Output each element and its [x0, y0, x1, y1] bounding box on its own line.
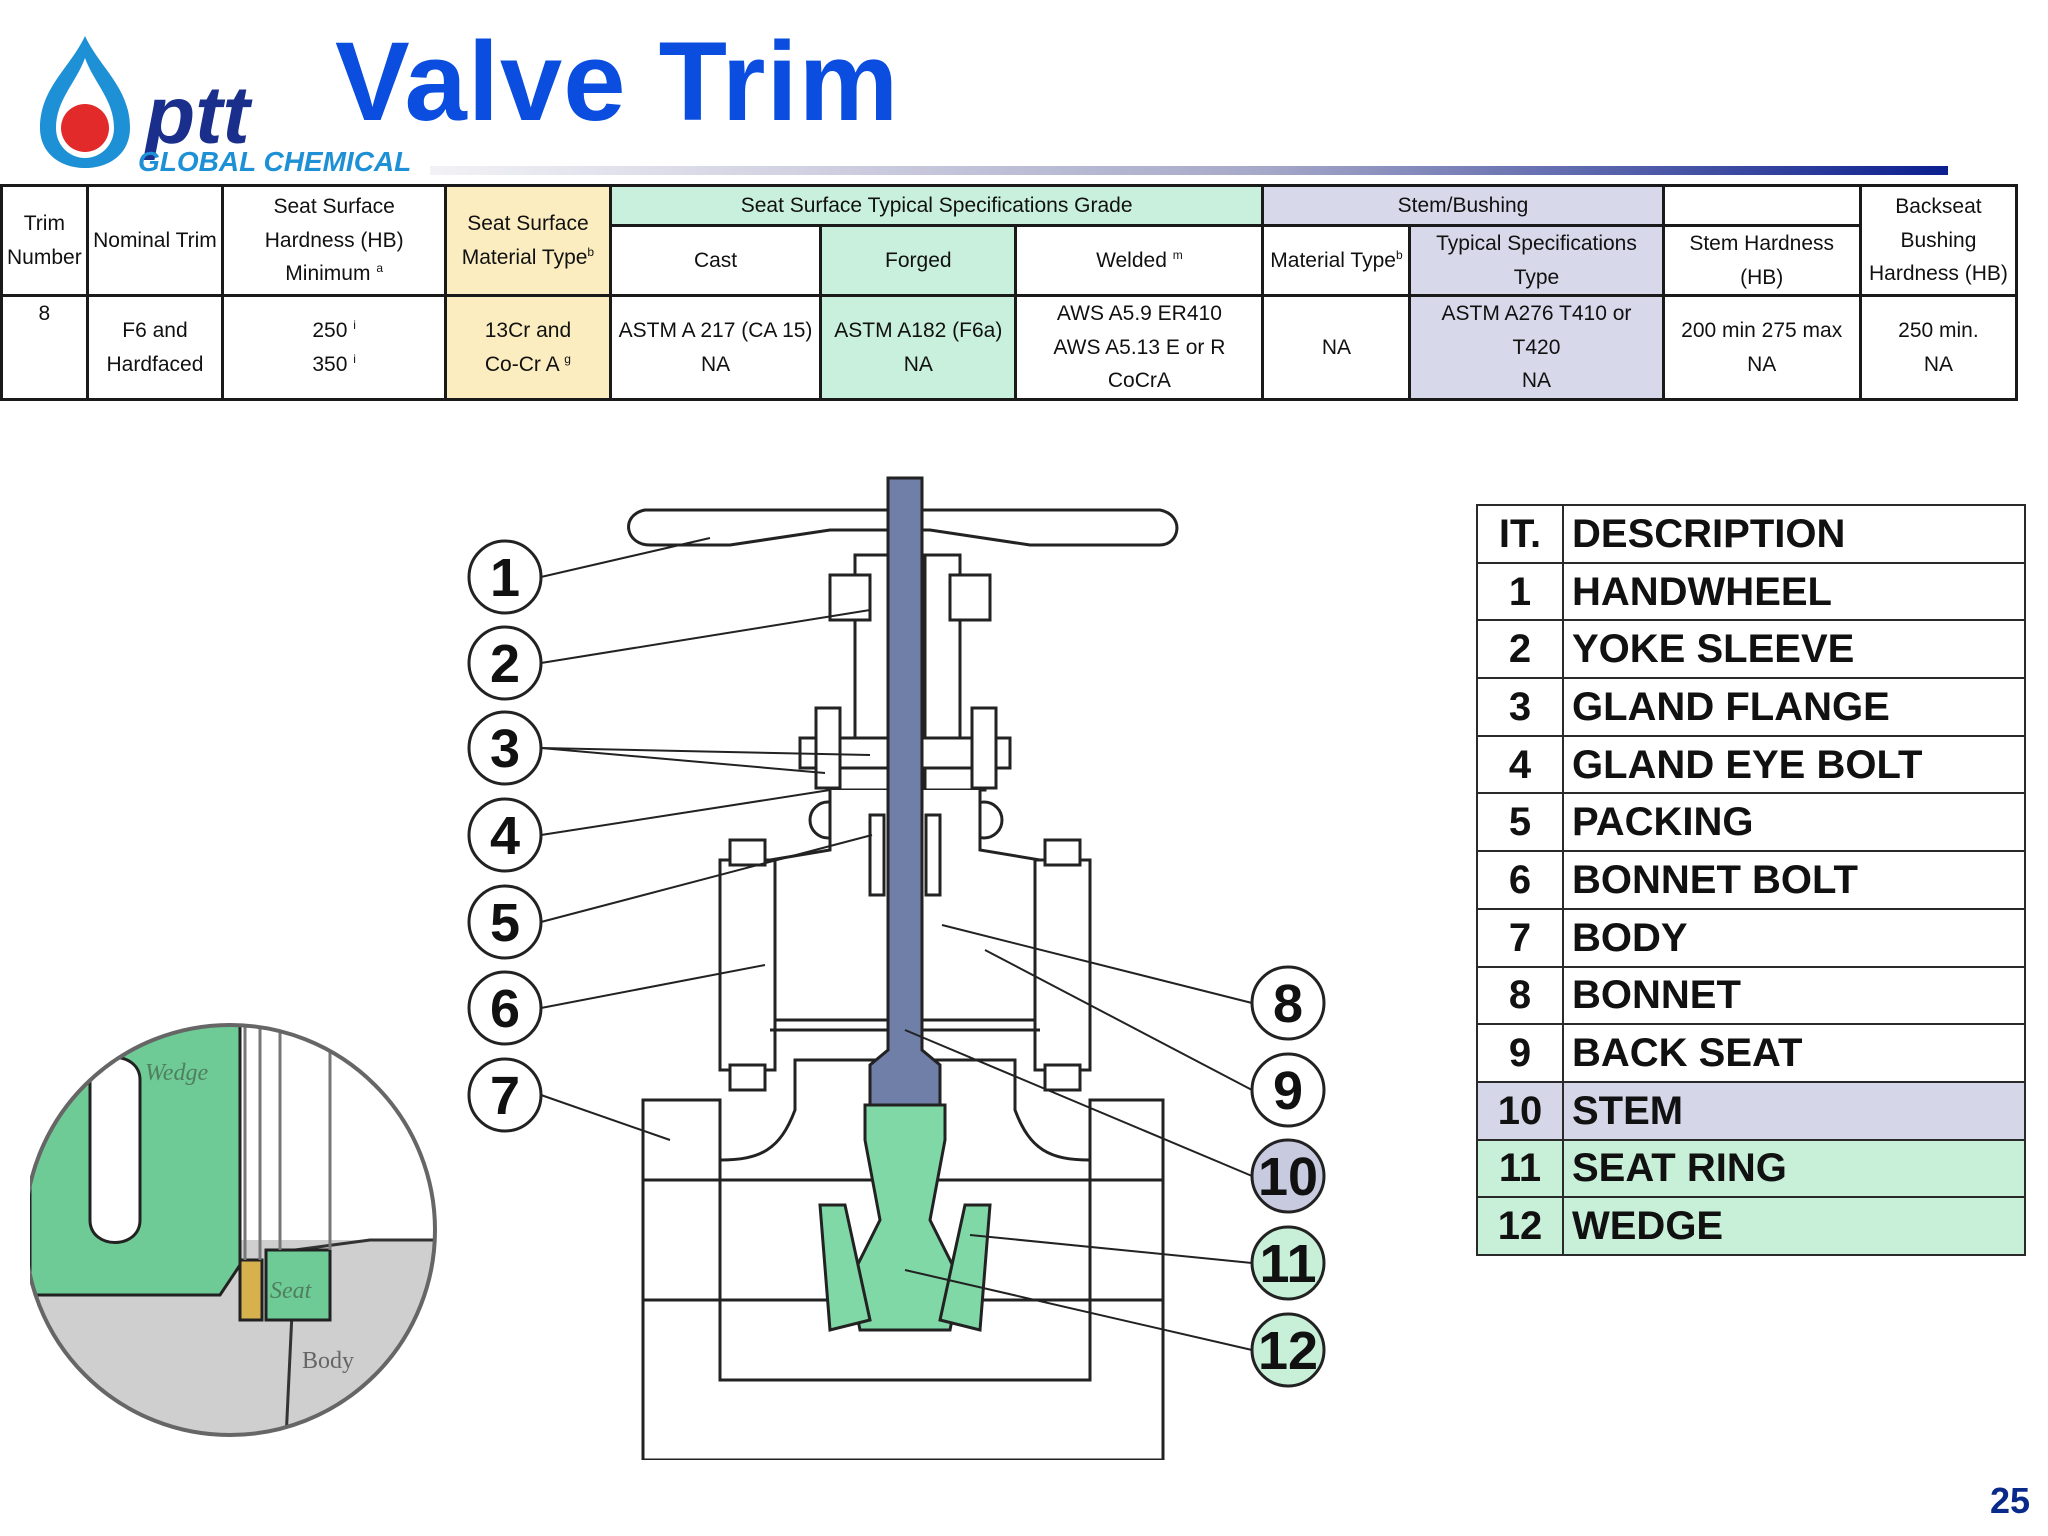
callout-number: 5: [490, 893, 520, 953]
parts-row: 8 BONNET: [1476, 965, 2026, 1026]
cell-forged: ASTM A182 (F6a)NA: [819, 294, 1018, 401]
cell-trim-number: 8: [0, 294, 89, 401]
parts-list-table: IT. DESCRIPTION 1 HANDWHEEL 2 YOKE SLEEV…: [1476, 504, 2026, 1256]
parts-desc: YOKE SLEEVE: [1562, 619, 2026, 680]
svg-text:GLOBAL CHEMICAL: GLOBAL CHEMICAL: [138, 146, 411, 177]
callout-number: 3: [490, 719, 520, 779]
header-cast: Cast: [608, 223, 823, 298]
parts-desc: BACK SEAT: [1562, 1023, 2026, 1083]
stem-shape: [868, 476, 942, 1107]
parts-row: 9 BACK SEAT: [1476, 1023, 2026, 1083]
header-backseat: Backseat Bushing Hardness (HB): [1858, 183, 2019, 298]
header-material-type: Material Typeb: [1261, 223, 1412, 298]
parts-num: 8: [1476, 965, 1564, 1026]
parts-num: 12: [1476, 1196, 1564, 1256]
callout-number: 2: [490, 634, 520, 694]
seat-label: Seat: [270, 1278, 313, 1304]
parts-num: 10: [1476, 1080, 1564, 1141]
parts-desc: WEDGE: [1562, 1196, 2026, 1256]
parts-num: 5: [1476, 792, 1564, 853]
parts-row: 6 BONNET BOLT: [1476, 850, 2026, 910]
header-trim-number: Trim Number: [0, 183, 89, 298]
header-seat-material: Seat Surface Material Typeb: [444, 183, 612, 298]
header-stem-hardness: Stem Hardness (HB): [1661, 223, 1862, 298]
body-label: Body: [302, 1348, 354, 1374]
parts-desc: SEAT RING: [1562, 1138, 2026, 1199]
callout-number: 11: [1259, 1234, 1316, 1294]
parts-num: 9: [1476, 1023, 1564, 1083]
header-seat-grade: Seat Surface Typical Specifications Grad…: [608, 184, 1265, 227]
parts-header-description: DESCRIPTION: [1562, 504, 2026, 564]
parts-num: 2: [1476, 619, 1564, 680]
page-number: 25: [1989, 1480, 2030, 1521]
callout-number: 7: [490, 1066, 520, 1126]
wedge-label: Wedge: [145, 1060, 208, 1086]
parts-desc: BONNET: [1562, 965, 2026, 1026]
header-empty: [1661, 184, 1862, 227]
parts-row-wedge: 12 WEDGE: [1476, 1196, 2026, 1256]
callout-number: 4: [490, 806, 520, 866]
ptt-logo: ptt GLOBAL CHEMICAL: [30, 28, 450, 178]
parts-row: 1 HANDWHEEL: [1476, 561, 2026, 622]
parts-num: 4: [1476, 734, 1564, 795]
parts-desc: GLAND FLANGE: [1562, 677, 2026, 737]
parts-desc: BODY: [1562, 907, 2026, 968]
cell-backseat: 250 min.NA: [1858, 294, 2019, 401]
parts-desc: HANDWHEEL: [1562, 561, 2026, 622]
seat-detail-view: [23, 1023, 437, 1437]
wedge-shape: [848, 1103, 962, 1332]
cell-cast: ASTM A 217 (CA 15)NA: [608, 294, 823, 401]
parts-num: 3: [1476, 677, 1564, 737]
parts-row-seat-ring: 11 SEAT RING: [1476, 1138, 2026, 1199]
parts-row: 4 GLAND EYE BOLT: [1476, 734, 2026, 795]
svg-text:ptt: ptt: [143, 70, 253, 161]
callout-number: 12: [1258, 1321, 1318, 1381]
parts-header-it: IT.: [1476, 504, 1564, 564]
parts-row: 5 PACKING: [1476, 792, 2026, 853]
valve-diagram: 1 2 3 4 5 6 7 8 9 10 11 12 Wedge Seat Bo…: [23, 460, 1360, 1462]
parts-num: 11: [1476, 1138, 1564, 1199]
parts-row: 7 BODY: [1476, 907, 2026, 968]
parts-num: 1: [1476, 561, 1564, 622]
parts-row: 3 GLAND FLANGE: [1476, 677, 2026, 737]
callout-number: 9: [1273, 1061, 1303, 1121]
callout-number: 10: [1258, 1147, 1318, 1207]
parts-desc: STEM: [1562, 1080, 2026, 1141]
parts-row-stem: 10 STEM: [1476, 1080, 2026, 1141]
header-nominal-trim: Nominal Trim: [85, 183, 225, 298]
cell-stem-material: NA: [1261, 294, 1412, 401]
parts-num: 7: [1476, 907, 1564, 968]
parts-row: 2 YOKE SLEEVE: [1476, 619, 2026, 680]
parts-desc: PACKING: [1562, 792, 2026, 853]
callout-number: 1: [490, 548, 520, 608]
header-welded: Welded m: [1014, 223, 1265, 298]
page-title: Valve Trim: [335, 19, 900, 144]
header-seat-hardness: Seat Surface Hardness (HB) Minimum a: [221, 183, 448, 298]
trim-spec-table: Trim Number Nominal Trim Seat Surface Ha…: [0, 183, 2019, 401]
parts-num: 6: [1476, 850, 1564, 910]
header-stem-bushing: Stem/Bushing: [1261, 184, 1665, 227]
parts-desc: GLAND EYE BOLT: [1562, 734, 2026, 795]
parts-desc: BONNET BOLT: [1562, 850, 2026, 910]
header-divider: [430, 166, 1948, 175]
callout-number: 6: [490, 979, 520, 1039]
header-typical-spec: Typical Specifications Type: [1408, 223, 1665, 298]
header-forged: Forged: [819, 223, 1018, 298]
callout-number: 8: [1273, 974, 1303, 1034]
